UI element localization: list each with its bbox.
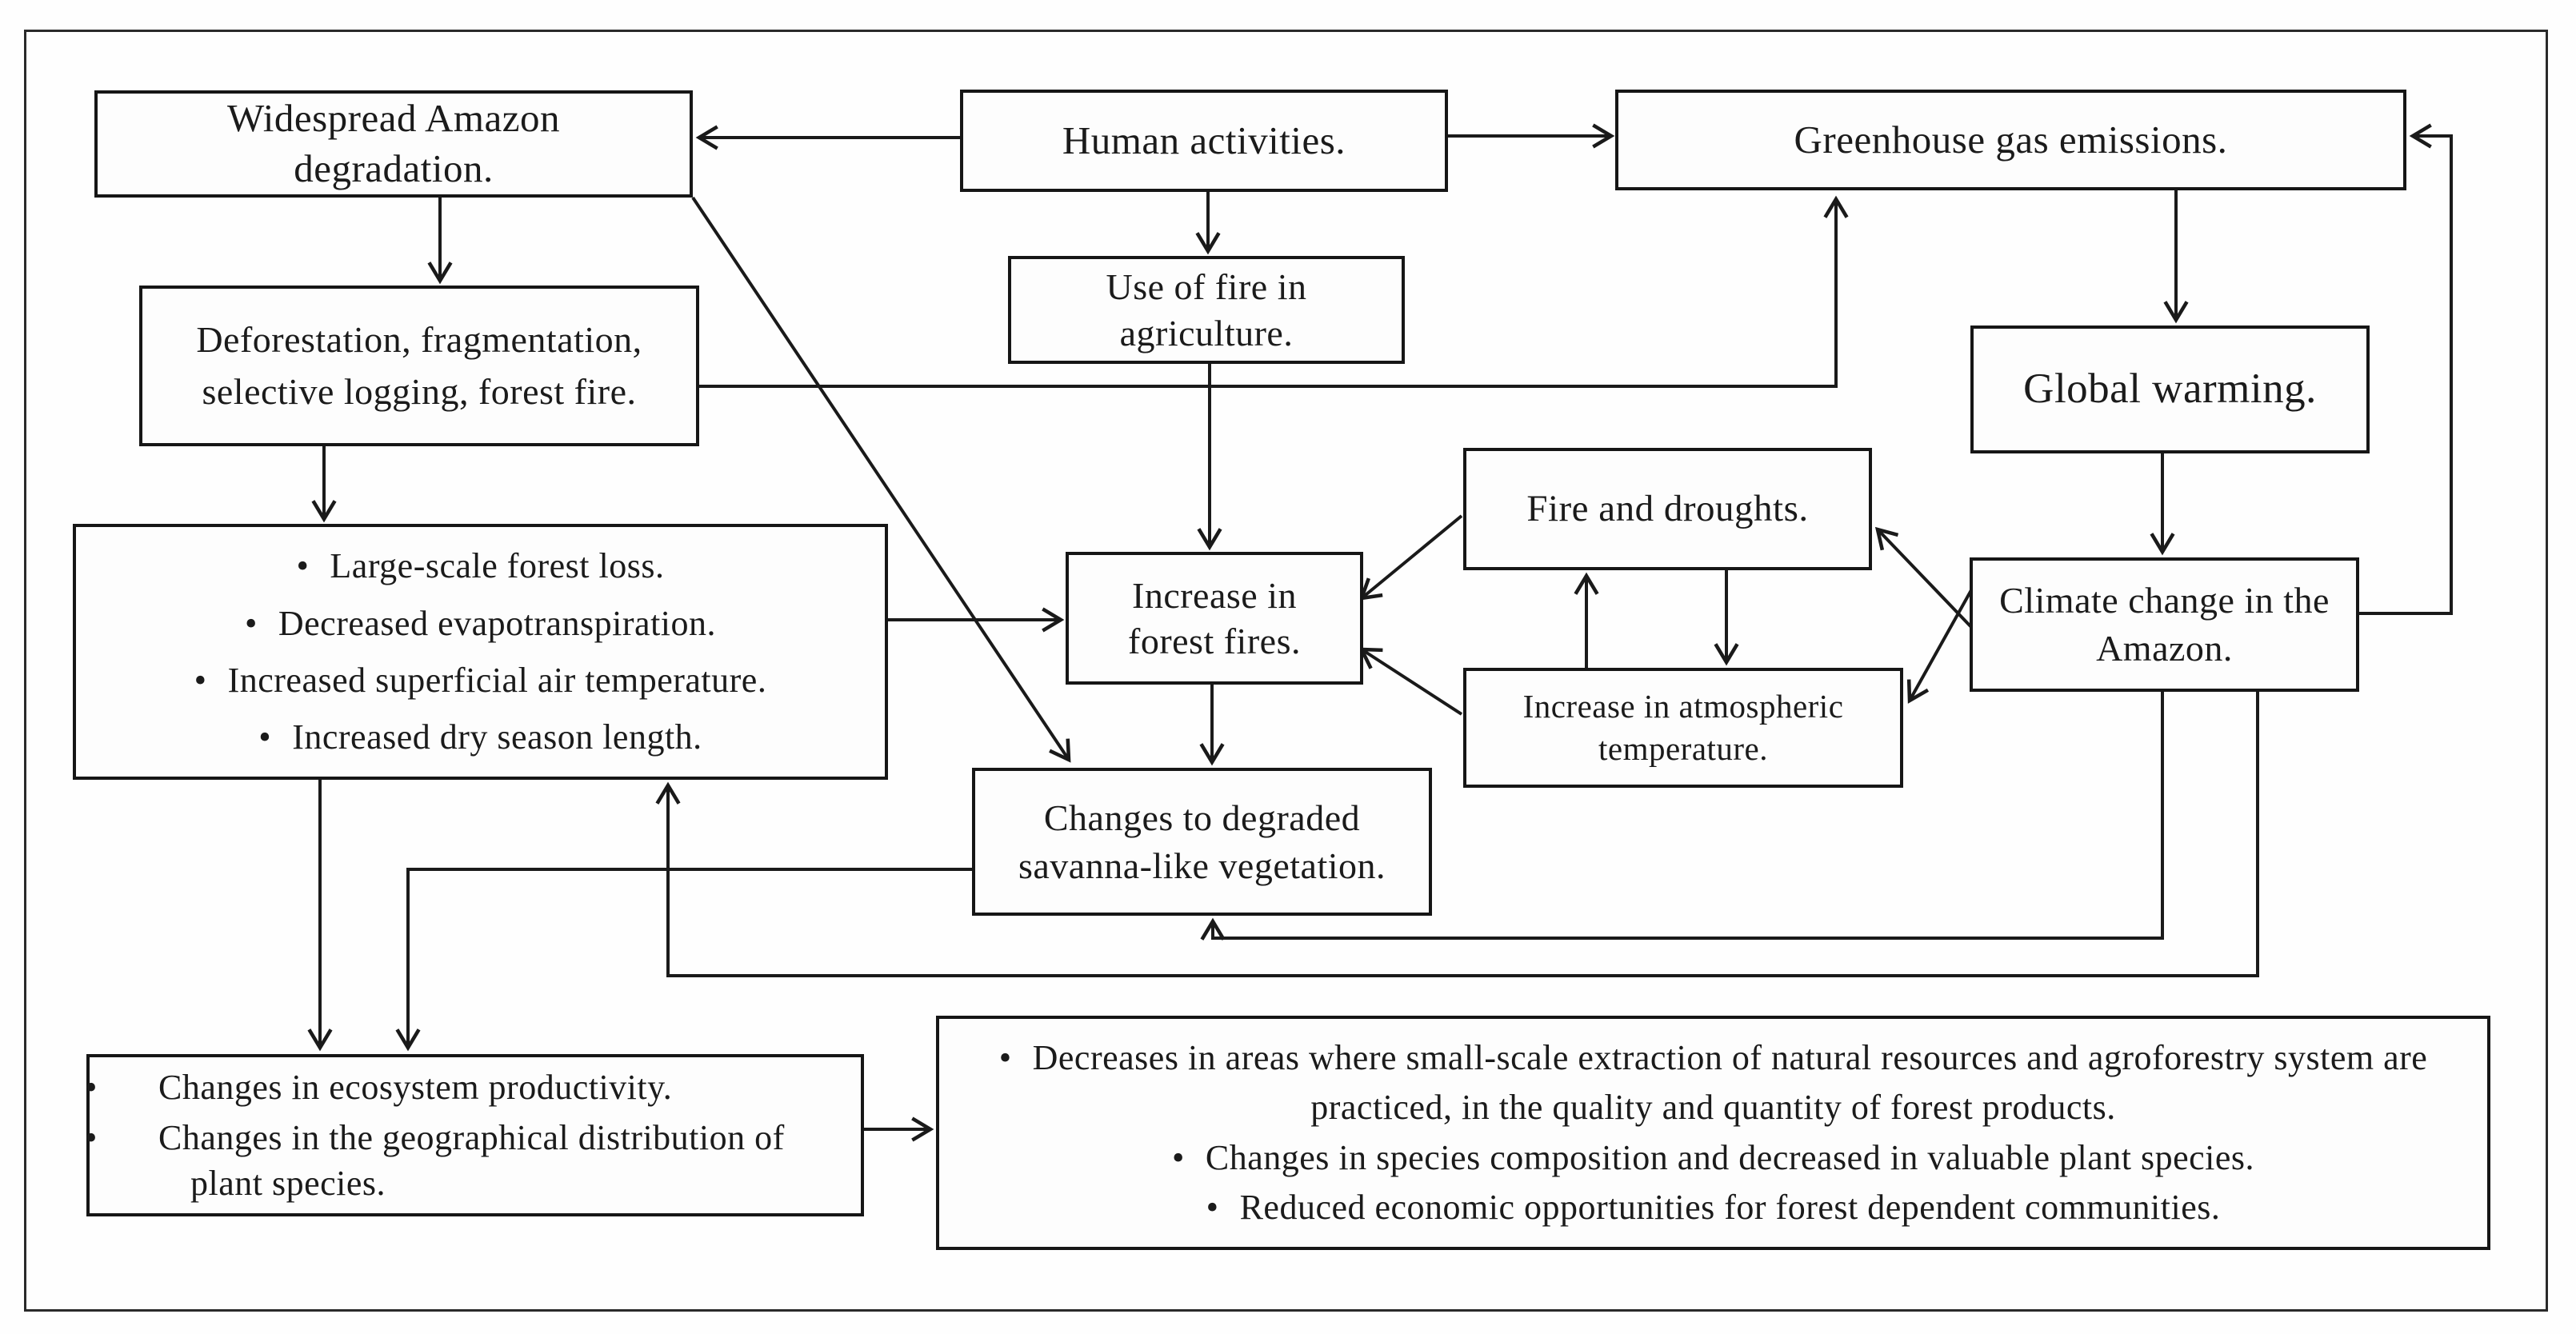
box-climate-change-in-the-amazon: Climate change in the Amazon. bbox=[1970, 557, 2359, 692]
box-use-of-fire-in-agriculture: Use of fire in agriculture. bbox=[1008, 256, 1405, 364]
bullet-item: Large-scale forest loss. bbox=[76, 537, 885, 594]
box-label: Increase in atmospheric temperature. bbox=[1522, 687, 1844, 767]
box-greenhouse-gas-emissions: Greenhouse gas emissions. bbox=[1615, 90, 2406, 190]
figure-border bbox=[24, 30, 2548, 1312]
arrow-fire-droughts-to-forest-fires bbox=[1358, 514, 1463, 601]
box-label: Global warming. bbox=[2023, 365, 2317, 413]
arrow-climate-to-atmospheric bbox=[1906, 589, 1973, 704]
box-label: Fire and droughts. bbox=[1526, 488, 1809, 530]
bullet-item: Decreased evapotranspiration. bbox=[76, 595, 885, 652]
bullet-item: Increased superficial air temperature. bbox=[76, 652, 885, 709]
arrow-widespread-to-savanna bbox=[691, 196, 1071, 763]
box-label: Human activities. bbox=[1062, 118, 1346, 162]
bullet-item: Changes in ecosystem productivity. bbox=[138, 1064, 861, 1110]
arrow-climate-to-impacts bbox=[655, 692, 2259, 977]
bullet-item: Increased dry season length. bbox=[76, 709, 885, 765]
box-label: Greenhouse gas emissions. bbox=[1794, 117, 2228, 162]
arrow-climate-to-greenhouse bbox=[2359, 123, 2453, 615]
bullet-item: Decreases in areas where small-scale ext… bbox=[939, 1033, 2487, 1133]
box-deforestation-fragmentation: Deforestation, fragmentation, selective … bbox=[139, 286, 699, 446]
box-label: Climate change in the Amazon. bbox=[1999, 580, 2330, 669]
bullet-list: Decreases in areas where small-scale ext… bbox=[939, 1033, 2487, 1233]
arrow-climate-to-savanna bbox=[1200, 692, 2164, 941]
box-label: Use of fire in agriculture. bbox=[1106, 266, 1307, 353]
arrow-atmospheric-to-forest-fires bbox=[1358, 647, 1463, 716]
arrow-savanna-to-ecosystem bbox=[395, 868, 972, 1052]
box-label: Increase in forest fires. bbox=[1128, 574, 1301, 662]
box-increase-in-atmospheric-temperature: Increase in atmospheric temperature. bbox=[1463, 668, 1903, 788]
box-ecosystem-changes: Changes in ecosystem productivity. Chang… bbox=[86, 1054, 864, 1216]
bullet-item: Reduced economic opportunities for fores… bbox=[939, 1183, 2487, 1232]
box-forest-loss-impacts: Large-scale forest loss. Decreased evapo… bbox=[73, 524, 888, 780]
box-widespread-amazon-degradation: Widespread Amazon degradation. bbox=[94, 90, 693, 198]
arrow-deforestation-to-greenhouse bbox=[699, 195, 1849, 388]
bullet-item: Changes in species composition and decre… bbox=[939, 1133, 2487, 1183]
bullet-list: Changes in ecosystem productivity. Chang… bbox=[90, 1060, 861, 1212]
box-label: Changes to degraded savanna-like vegetat… bbox=[1018, 797, 1386, 886]
box-human-activities: Human activities. bbox=[960, 90, 1448, 192]
arrow-climate-to-fire-droughts bbox=[1874, 526, 1973, 629]
box-global-warming: Global warming. bbox=[1970, 326, 2370, 453]
box-socioeconomic-consequences: Decreases in areas where small-scale ext… bbox=[936, 1016, 2490, 1250]
box-label: Widespread Amazon degradation. bbox=[226, 96, 561, 190]
box-fire-and-droughts: Fire and droughts. bbox=[1463, 448, 1872, 570]
bullet-list: Large-scale forest loss. Decreased evapo… bbox=[76, 537, 885, 765]
bullet-item: Changes in the geographical distribution… bbox=[138, 1115, 861, 1206]
box-label: Deforestation, fragmentation, selective … bbox=[196, 319, 642, 412]
box-changes-to-degraded-savanna: Changes to degraded savanna-like vegetat… bbox=[972, 768, 1432, 916]
box-increase-in-forest-fires: Increase in forest fires. bbox=[1066, 552, 1363, 685]
